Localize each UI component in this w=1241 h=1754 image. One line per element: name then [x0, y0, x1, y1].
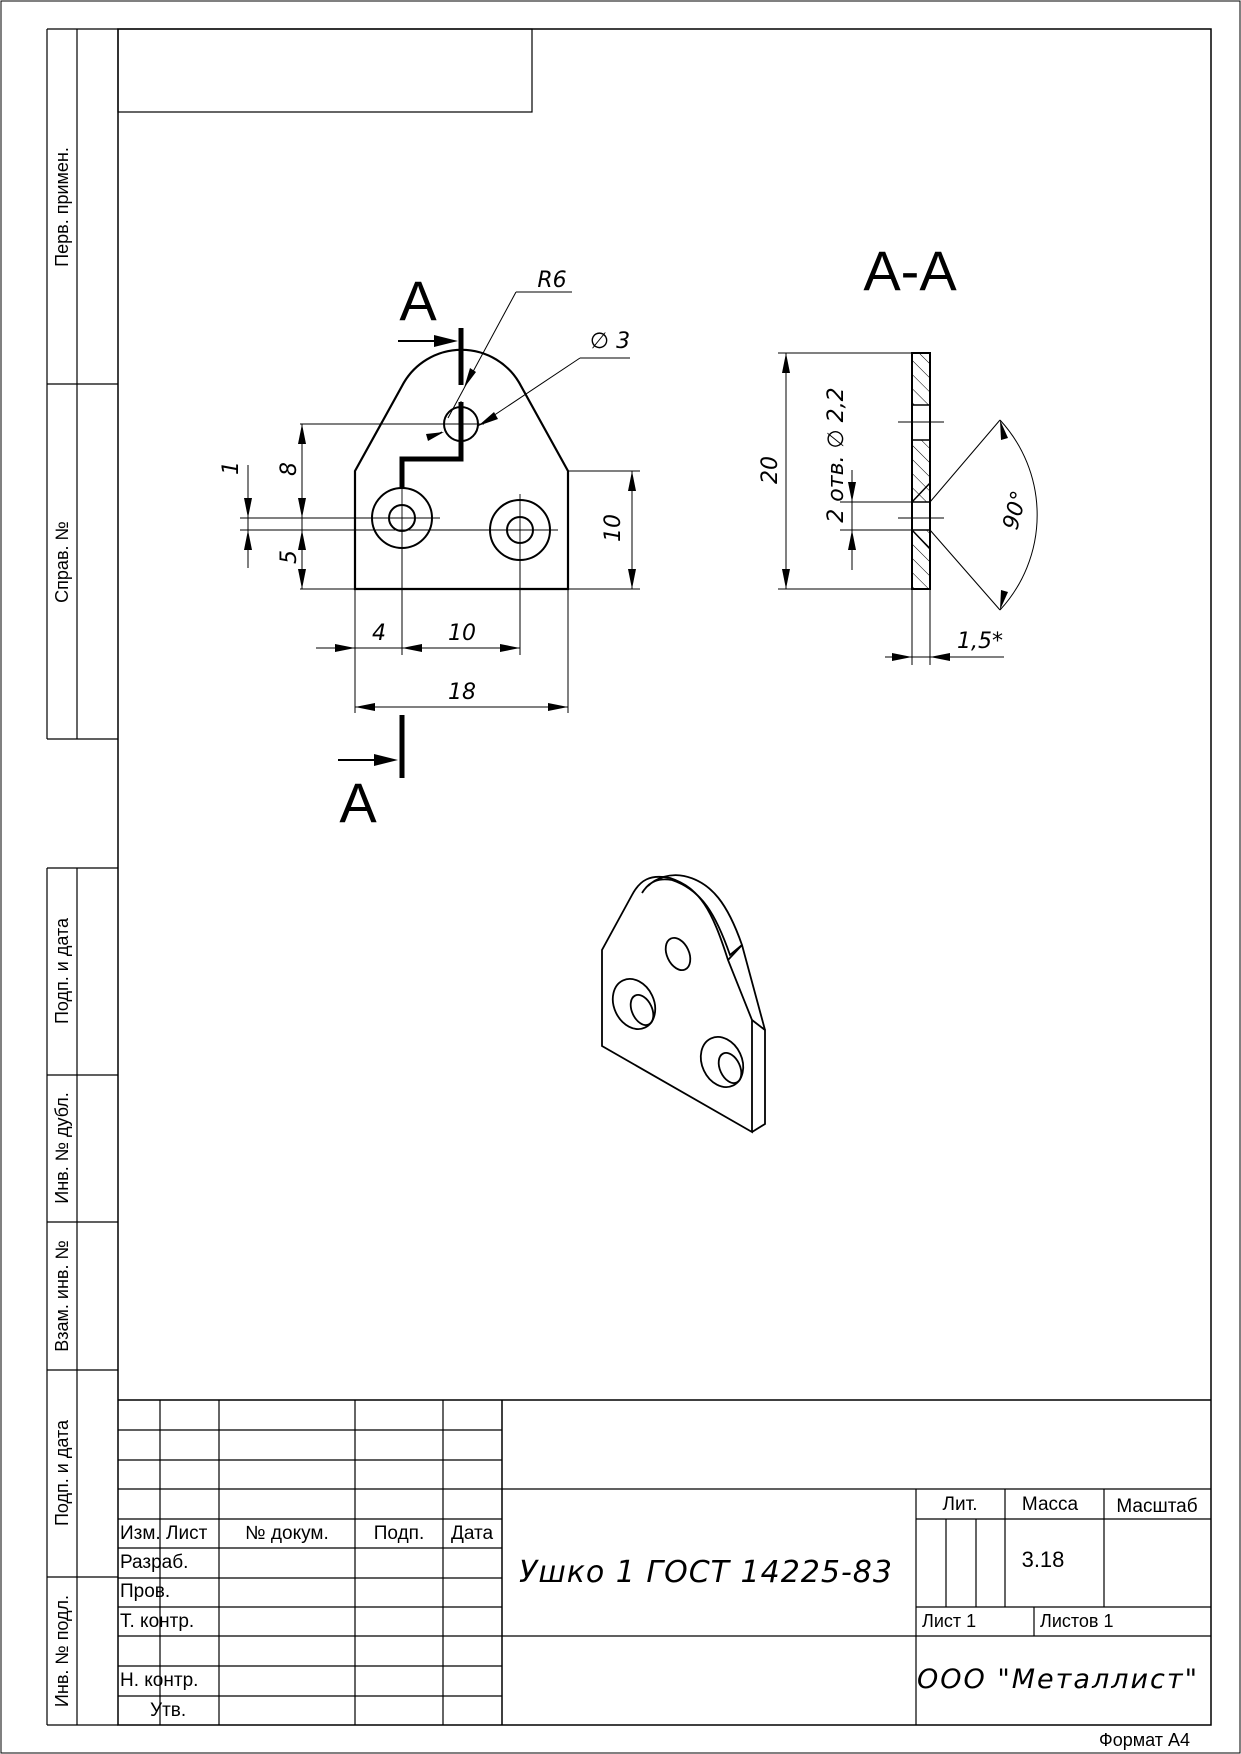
- organization: ООО "Металлист": [917, 1664, 1199, 1695]
- section-view: [778, 352, 1038, 665]
- isometric-view: [601, 874, 766, 1134]
- dim-18: 18: [448, 680, 476, 705]
- massa-value: 3.18: [1022, 1547, 1065, 1572]
- front-view: [240, 291, 640, 778]
- role-n-kontr: Н. контр.: [120, 1670, 198, 1691]
- side-strip: [46, 28, 118, 1726]
- dim-10-spacing: 10: [448, 621, 476, 646]
- dim-angle: 90°: [999, 488, 1033, 532]
- side-label-podp-data-1: Подп. и дата: [52, 917, 72, 1024]
- dim-d3: ∅ 3: [590, 329, 630, 354]
- side-label-podp-data-2: Подп. и дата: [52, 1419, 72, 1526]
- dim-8: 8: [277, 462, 302, 476]
- side-label-sprav-no: Справ. №: [52, 521, 72, 603]
- inner-frame: [117, 28, 1212, 1726]
- role-t-kontr: Т. контр.: [120, 1611, 194, 1632]
- format-label: Формат А4: [1099, 1730, 1190, 1750]
- section-mark-bottom: А: [339, 771, 377, 834]
- role-utv: Утв.: [150, 1700, 186, 1721]
- sheets-label: Листов 1: [1040, 1611, 1114, 1631]
- sheet-label: Лист 1: [922, 1611, 976, 1631]
- dim-holes-note: 2 отв. ∅ 2,2: [824, 387, 849, 522]
- role-prov: Пров.: [120, 1581, 170, 1602]
- side-label-perv-primen: Перв. примен.: [52, 147, 72, 267]
- title-block: [118, 1399, 1211, 1725]
- masshtab-label: Масштаб: [1116, 1496, 1197, 1517]
- dim-10-height: 10: [601, 514, 626, 542]
- section-mark-top: А: [399, 269, 437, 332]
- designation: Ушко 1 ГОСТ 14225-83: [519, 1555, 893, 1590]
- side-label-vzam-inv: Взам. инв. №: [52, 1240, 72, 1352]
- massa-label: Масса: [1022, 1494, 1079, 1515]
- dim-1: 1: [219, 461, 244, 475]
- header-list: Лист: [166, 1523, 208, 1544]
- side-label-inv-podl: Инв. № подл.: [52, 1595, 72, 1707]
- section-title: А-А: [863, 239, 957, 302]
- dim-4: 4: [372, 621, 386, 646]
- header-podp: Подп.: [374, 1523, 424, 1544]
- dim-r6: R6: [537, 268, 566, 293]
- header-doc-no: № докум.: [245, 1523, 328, 1544]
- dim-20: 20: [758, 456, 783, 484]
- header-data: Дата: [451, 1523, 494, 1544]
- lit-label: Лит.: [943, 1494, 978, 1515]
- top-left-box: [117, 28, 533, 113]
- dim-thickness: 1,5*: [957, 629, 1003, 654]
- role-razrab: Разраб.: [120, 1552, 188, 1573]
- side-label-inv-dubl: Инв. № дубл.: [52, 1092, 72, 1203]
- dim-5: 5: [277, 550, 302, 564]
- header-izm: Изм.: [120, 1523, 161, 1544]
